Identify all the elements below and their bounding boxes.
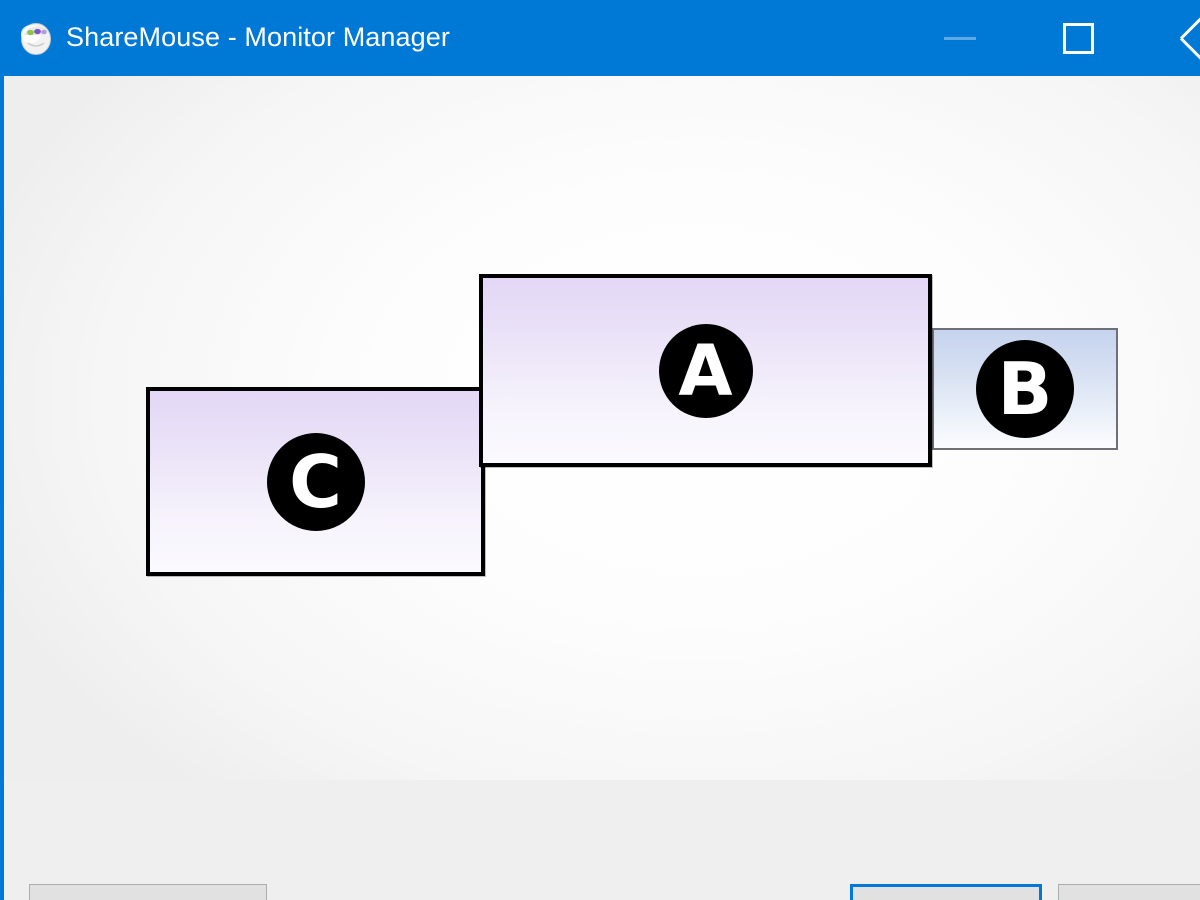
ok-button[interactable]: OK: [850, 884, 1042, 900]
titlebar[interactable]: ShareMouse - Monitor Manager: [0, 0, 1200, 76]
monitor-badge-a: A: [658, 323, 753, 418]
monitor-tile-b[interactable]: B: [932, 328, 1118, 450]
monitor-tile-c[interactable]: C: [146, 387, 485, 576]
window-title: ShareMouse - Monitor Manager: [66, 21, 450, 52]
mouse-icon: [18, 21, 54, 55]
monitor-layout-canvas[interactable]: A B C: [4, 76, 1200, 780]
button-bar: Einstellungen OK Hilfe: [4, 780, 1200, 900]
monitor-tile-a[interactable]: A: [479, 274, 932, 467]
close-button[interactable]: [1160, 0, 1200, 76]
close-icon: [1181, 21, 1200, 55]
monitor-badge-b: B: [976, 340, 1074, 438]
maximize-icon: [1062, 22, 1094, 54]
minimize-icon: [944, 36, 976, 40]
window-body: A B C Einstellungen OK Hilfe: [0, 76, 1200, 900]
minimize-button[interactable]: [922, 0, 998, 76]
maximize-button[interactable]: [1040, 0, 1116, 76]
monitor-badge-c: C: [266, 432, 365, 531]
help-button[interactable]: Hilfe: [1058, 884, 1200, 900]
settings-button[interactable]: Einstellungen: [29, 884, 267, 900]
